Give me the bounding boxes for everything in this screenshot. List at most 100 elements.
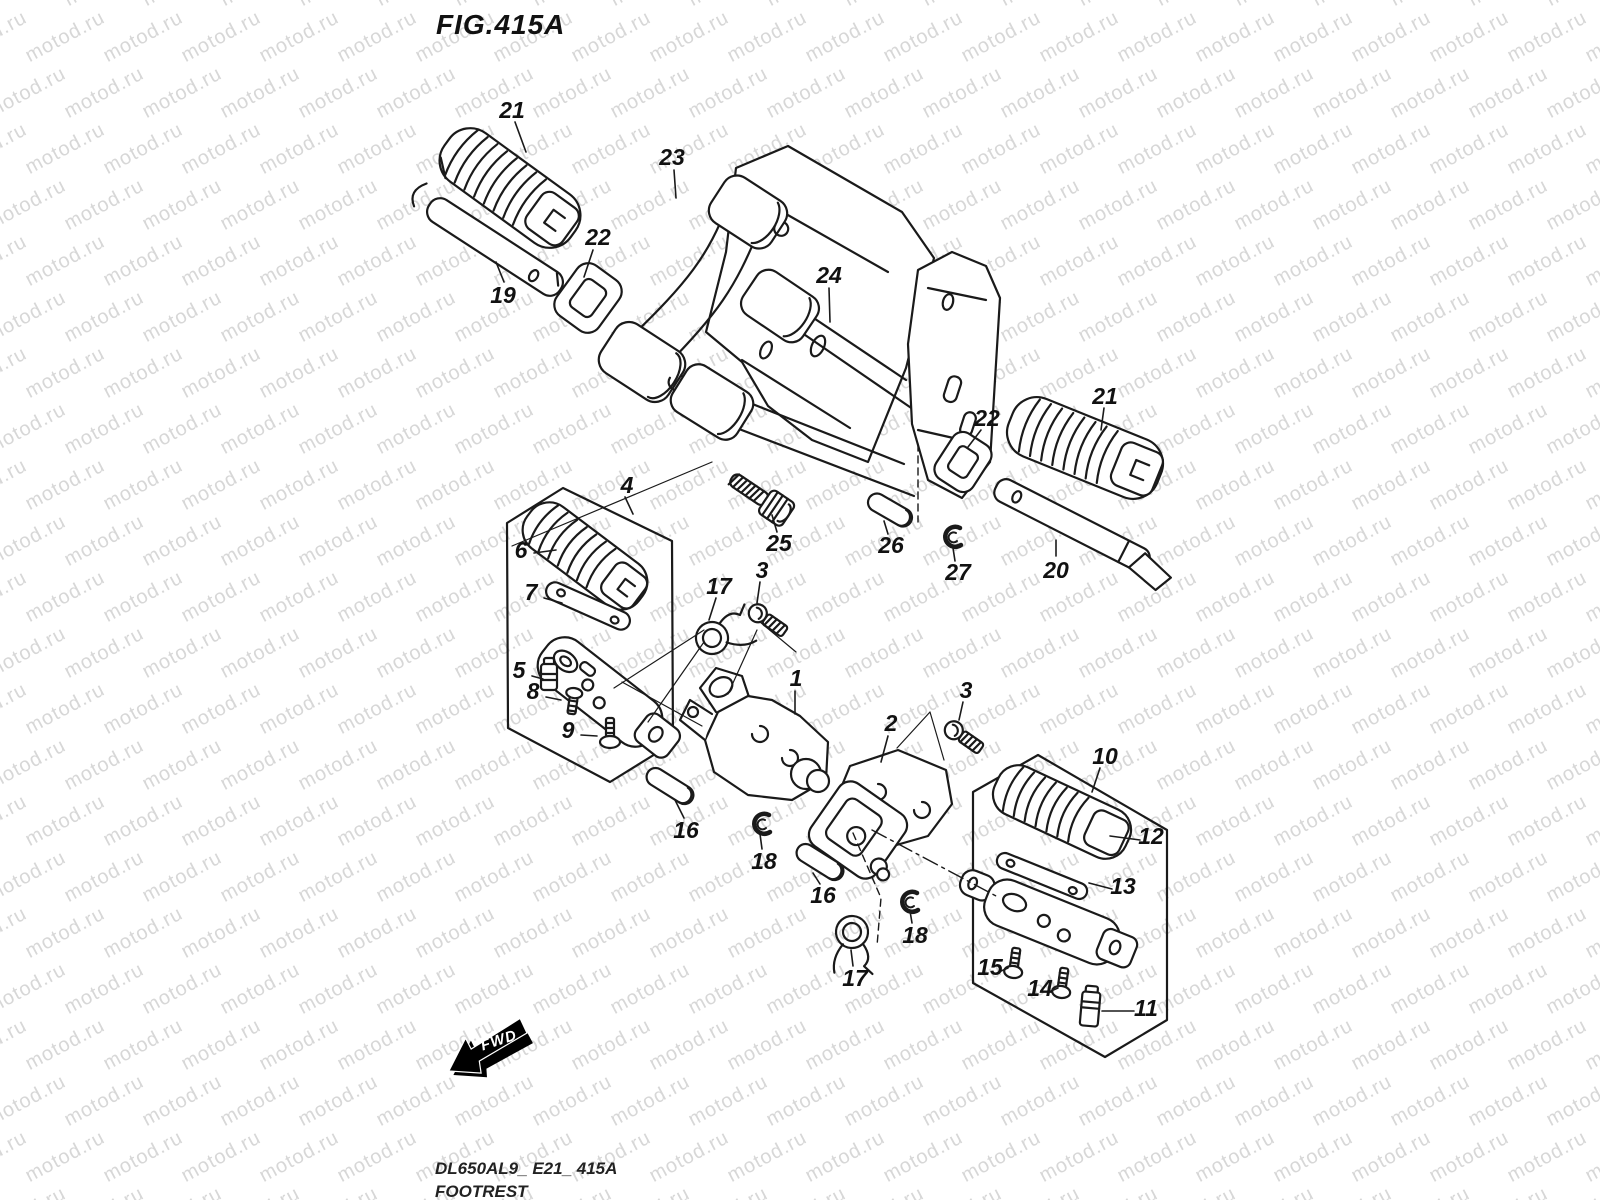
label-leader-line — [958, 701, 964, 721]
part-number-8: 8 — [527, 678, 540, 704]
label-leader-line — [514, 121, 527, 153]
footrest-body-left — [536, 636, 682, 759]
axis-dash-lines — [852, 443, 997, 947]
part-number-18: 18 — [751, 848, 777, 874]
bolt-15 — [1003, 946, 1024, 980]
pin-16-right — [795, 842, 845, 882]
bolt-8 — [565, 686, 584, 716]
bolt-25 — [727, 473, 796, 527]
label-leader-line — [909, 910, 913, 924]
part-number-6: 6 — [515, 537, 528, 563]
label-leader-line — [812, 872, 821, 885]
label-leader-line — [1050, 987, 1059, 992]
part-number-1: 1 — [790, 665, 803, 691]
sleeve-nut-11 — [1078, 984, 1102, 1028]
part-number-3: 3 — [756, 557, 769, 583]
part-number-12: 12 — [1138, 823, 1164, 849]
label-leader-line — [533, 549, 557, 554]
bolt-14 — [1051, 966, 1072, 1000]
label-leader-line — [880, 735, 889, 763]
part-number-13: 13 — [1110, 873, 1136, 899]
part-number-23: 23 — [658, 144, 685, 170]
part-number-19: 19 — [490, 282, 516, 308]
return-spring-17-top — [694, 603, 758, 656]
spacer-22-right — [933, 430, 993, 494]
label-leader-line — [952, 547, 956, 562]
part-number-7: 7 — [525, 579, 539, 605]
footrest-rubber-21-left — [438, 127, 582, 249]
part-number-18: 18 — [902, 922, 928, 948]
bracket-1 — [678, 666, 831, 802]
label-leader-line — [1091, 767, 1101, 793]
label-leader-line — [531, 675, 544, 680]
part-number-2: 2 — [884, 710, 898, 736]
footrest-rubber-6 — [521, 501, 649, 611]
label-leader-line — [850, 949, 854, 967]
label-leader-line — [673, 169, 677, 199]
part-number-22: 22 — [584, 224, 611, 250]
e-ring-18-right — [900, 889, 921, 914]
group-box-10 — [971, 753, 1169, 1059]
label-leader-line — [495, 261, 505, 283]
footrest-bar-19 — [411, 182, 564, 297]
label-leader-line — [1100, 407, 1105, 431]
figure-title: FIG.415A — [436, 9, 565, 40]
e-ring-18-left — [752, 811, 773, 836]
label-leader-line — [624, 496, 634, 515]
shim-plate-13 — [995, 851, 1089, 901]
part-number-9: 9 — [562, 717, 575, 743]
label-leader-line — [828, 287, 831, 323]
part-number-16: 16 — [810, 882, 836, 908]
pin-16-left — [645, 766, 695, 806]
footer-name: FOOTREST — [435, 1182, 529, 1200]
bolt-9 — [598, 716, 622, 750]
stud-5 — [539, 656, 559, 692]
shim-plate-7 — [545, 581, 631, 631]
label-leader-line — [1088, 882, 1113, 890]
return-spring-17-bottom — [832, 914, 874, 976]
label-leader-line — [545, 696, 562, 701]
spacer-22-left — [553, 262, 623, 334]
part-number-27: 27 — [944, 559, 972, 585]
label-leader-line — [1109, 835, 1141, 841]
footrest-bar-20 — [993, 478, 1172, 592]
part-number-24: 24 — [815, 262, 842, 288]
part-number-26: 26 — [877, 532, 904, 558]
pointer-lines — [511, 461, 945, 761]
label-leader-line — [756, 581, 761, 604]
part-number-21: 21 — [498, 97, 525, 123]
part-number-3: 3 — [960, 677, 973, 703]
bolt-3-right — [943, 720, 985, 755]
label-leader-line — [583, 249, 594, 278]
bolt-3-top — [747, 603, 789, 638]
label-leader-line — [580, 734, 598, 737]
part-number-22: 22 — [973, 405, 1000, 431]
label-leader-line — [543, 597, 563, 604]
group-box-4 — [505, 486, 675, 784]
label-leader-line — [771, 514, 778, 533]
footrest-rubber-12 — [991, 764, 1133, 860]
bracket-2 — [807, 748, 954, 882]
part-number-20: 20 — [1042, 557, 1069, 583]
label-leader-line — [1000, 967, 1009, 972]
part-number-17: 17 — [706, 573, 733, 599]
part-number-14: 14 — [1027, 975, 1053, 1001]
label-leader-line — [883, 520, 889, 535]
part-number-15: 15 — [977, 954, 1004, 980]
fwd-arrow: FWD — [447, 1017, 533, 1078]
label-leader-line — [674, 799, 685, 819]
part-number-25: 25 — [765, 530, 793, 556]
part-number-5: 5 — [513, 657, 527, 683]
label-leader-line — [759, 833, 763, 850]
footrest-rubber-21-right — [1005, 396, 1165, 500]
e-ring-27 — [943, 524, 964, 549]
pin-26 — [866, 492, 914, 528]
part-number-4: 4 — [620, 472, 634, 498]
part-number-17: 17 — [842, 965, 869, 991]
part-number-10: 10 — [1092, 743, 1118, 769]
label-leader-line — [967, 429, 982, 448]
part-number-11: 11 — [1134, 995, 1158, 1021]
